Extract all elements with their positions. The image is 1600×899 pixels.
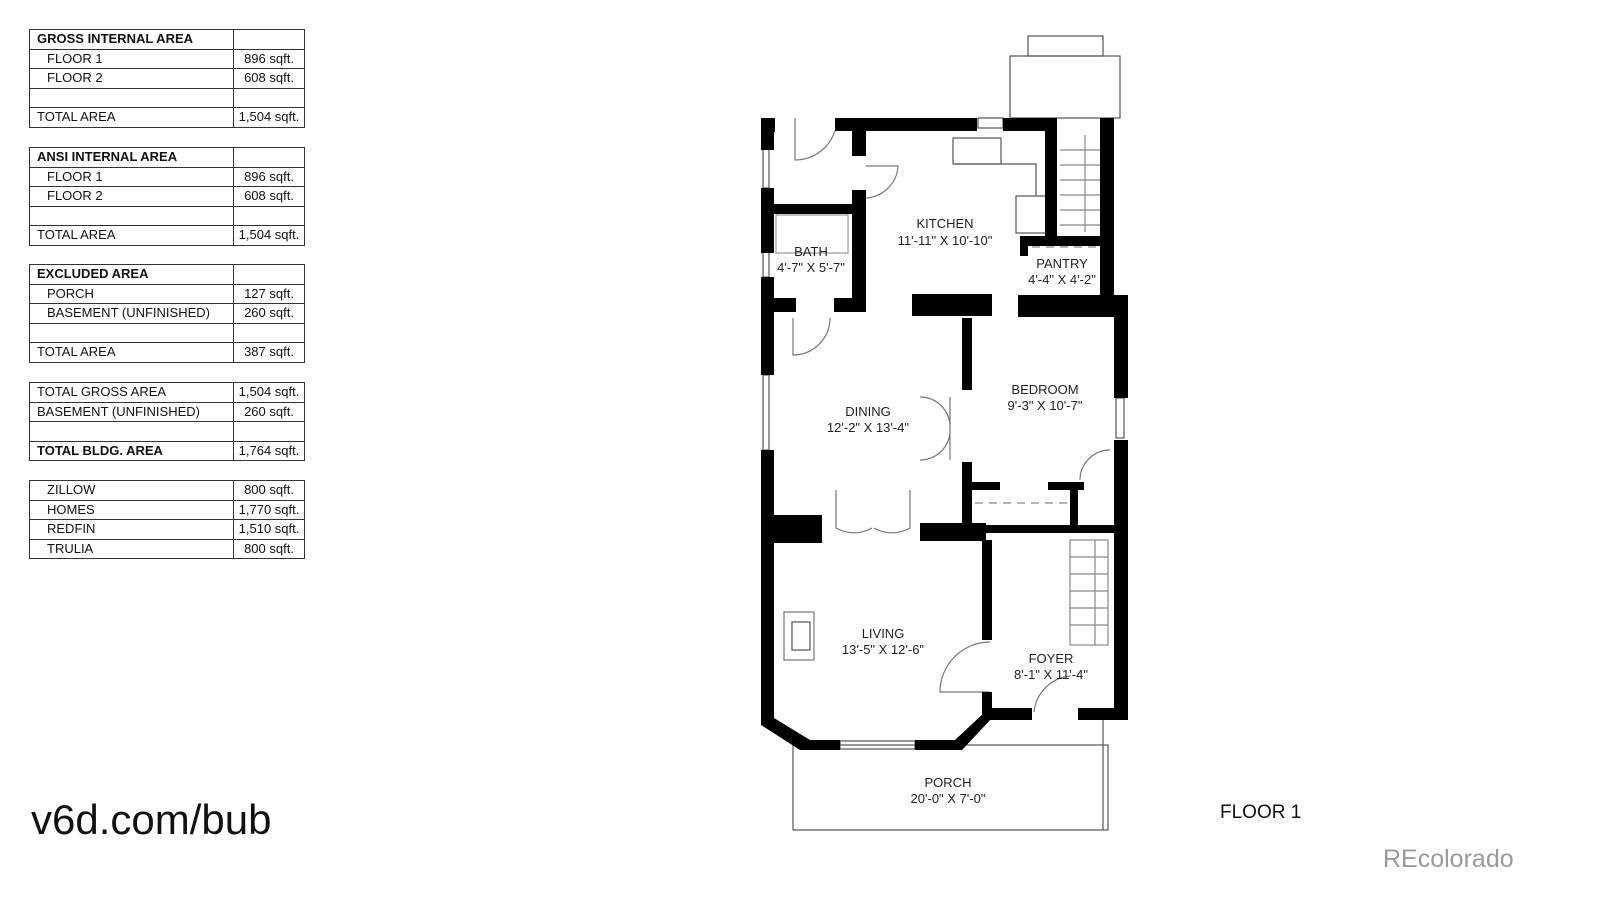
- area-value: 260 sqft.: [233, 303, 305, 324]
- table-row: GROSS INTERNAL AREA: [29, 29, 305, 50]
- kitchen-name: KITCHEN: [916, 216, 973, 231]
- bedroom-dims: 9'-3" X 10'-7": [1008, 398, 1083, 413]
- area-value: 608 sqft.: [233, 68, 305, 89]
- foyer-name: FOYER: [1029, 651, 1074, 666]
- area-label: BASEMENT (UNFINISHED): [29, 303, 234, 324]
- pantry-dims: 4'-4" X 4'-2": [1028, 272, 1096, 287]
- watermark-url: v6d.com/bub: [31, 796, 272, 843]
- area-value: 1,504 sqft.: [233, 382, 305, 403]
- bath-dims: 4'-7" X 5'-7": [777, 260, 845, 275]
- area-value: 1,764 sqft.: [233, 440, 305, 461]
- brand-logo: REcolorado: [1383, 845, 1514, 873]
- table-row: ANSI INTERNAL AREA: [29, 147, 305, 168]
- area-value: 800 sqft.: [233, 538, 305, 559]
- bath-name: BATH: [794, 244, 828, 259]
- area-label: TOTAL AREA: [29, 342, 234, 363]
- area-value: 1,504 sqft.: [233, 225, 305, 246]
- pantry-name: PANTRY: [1036, 256, 1088, 271]
- dining-name: DINING: [845, 404, 891, 419]
- table-row: [29, 421, 305, 442]
- table-row: BASEMENT (UNFINISHED)260 sqft.: [29, 303, 305, 324]
- living-name: LIVING: [862, 626, 905, 641]
- area-label: TOTAL AREA: [29, 107, 234, 128]
- area-label: BASEMENT (UNFINISHED): [29, 401, 234, 422]
- dining-dims: 12'-2" X 13'-4": [827, 420, 910, 435]
- porch-dims: 20'-0" X 7'-0": [911, 791, 986, 806]
- area-label: TOTAL BLDG. AREA: [29, 440, 234, 461]
- table-row: BASEMENT (UNFINISHED)260 sqft.: [29, 401, 305, 422]
- area-value: 127 sqft.: [233, 283, 305, 304]
- area-value: 1,504 sqft.: [233, 107, 305, 128]
- porch-name: PORCH: [925, 775, 972, 790]
- area-value: 896 sqft.: [233, 166, 305, 187]
- area-value: 260 sqft.: [233, 401, 305, 422]
- area-value: 387 sqft.: [233, 342, 305, 363]
- kitchen-dims: 11'-11" X 10'-10": [898, 233, 993, 248]
- area-label: FLOOR 1: [29, 166, 234, 187]
- foyer-dims: 8'-1" X 11'-4": [1014, 667, 1088, 682]
- floor-label: FLOOR 1: [1220, 802, 1302, 823]
- area-label: REDFIN: [29, 519, 234, 540]
- living-dims: 13'-5" X 12'-6": [842, 642, 925, 657]
- bedroom-name: BEDROOM: [1011, 382, 1078, 397]
- area-label: ANSI INTERNAL AREA: [29, 147, 234, 168]
